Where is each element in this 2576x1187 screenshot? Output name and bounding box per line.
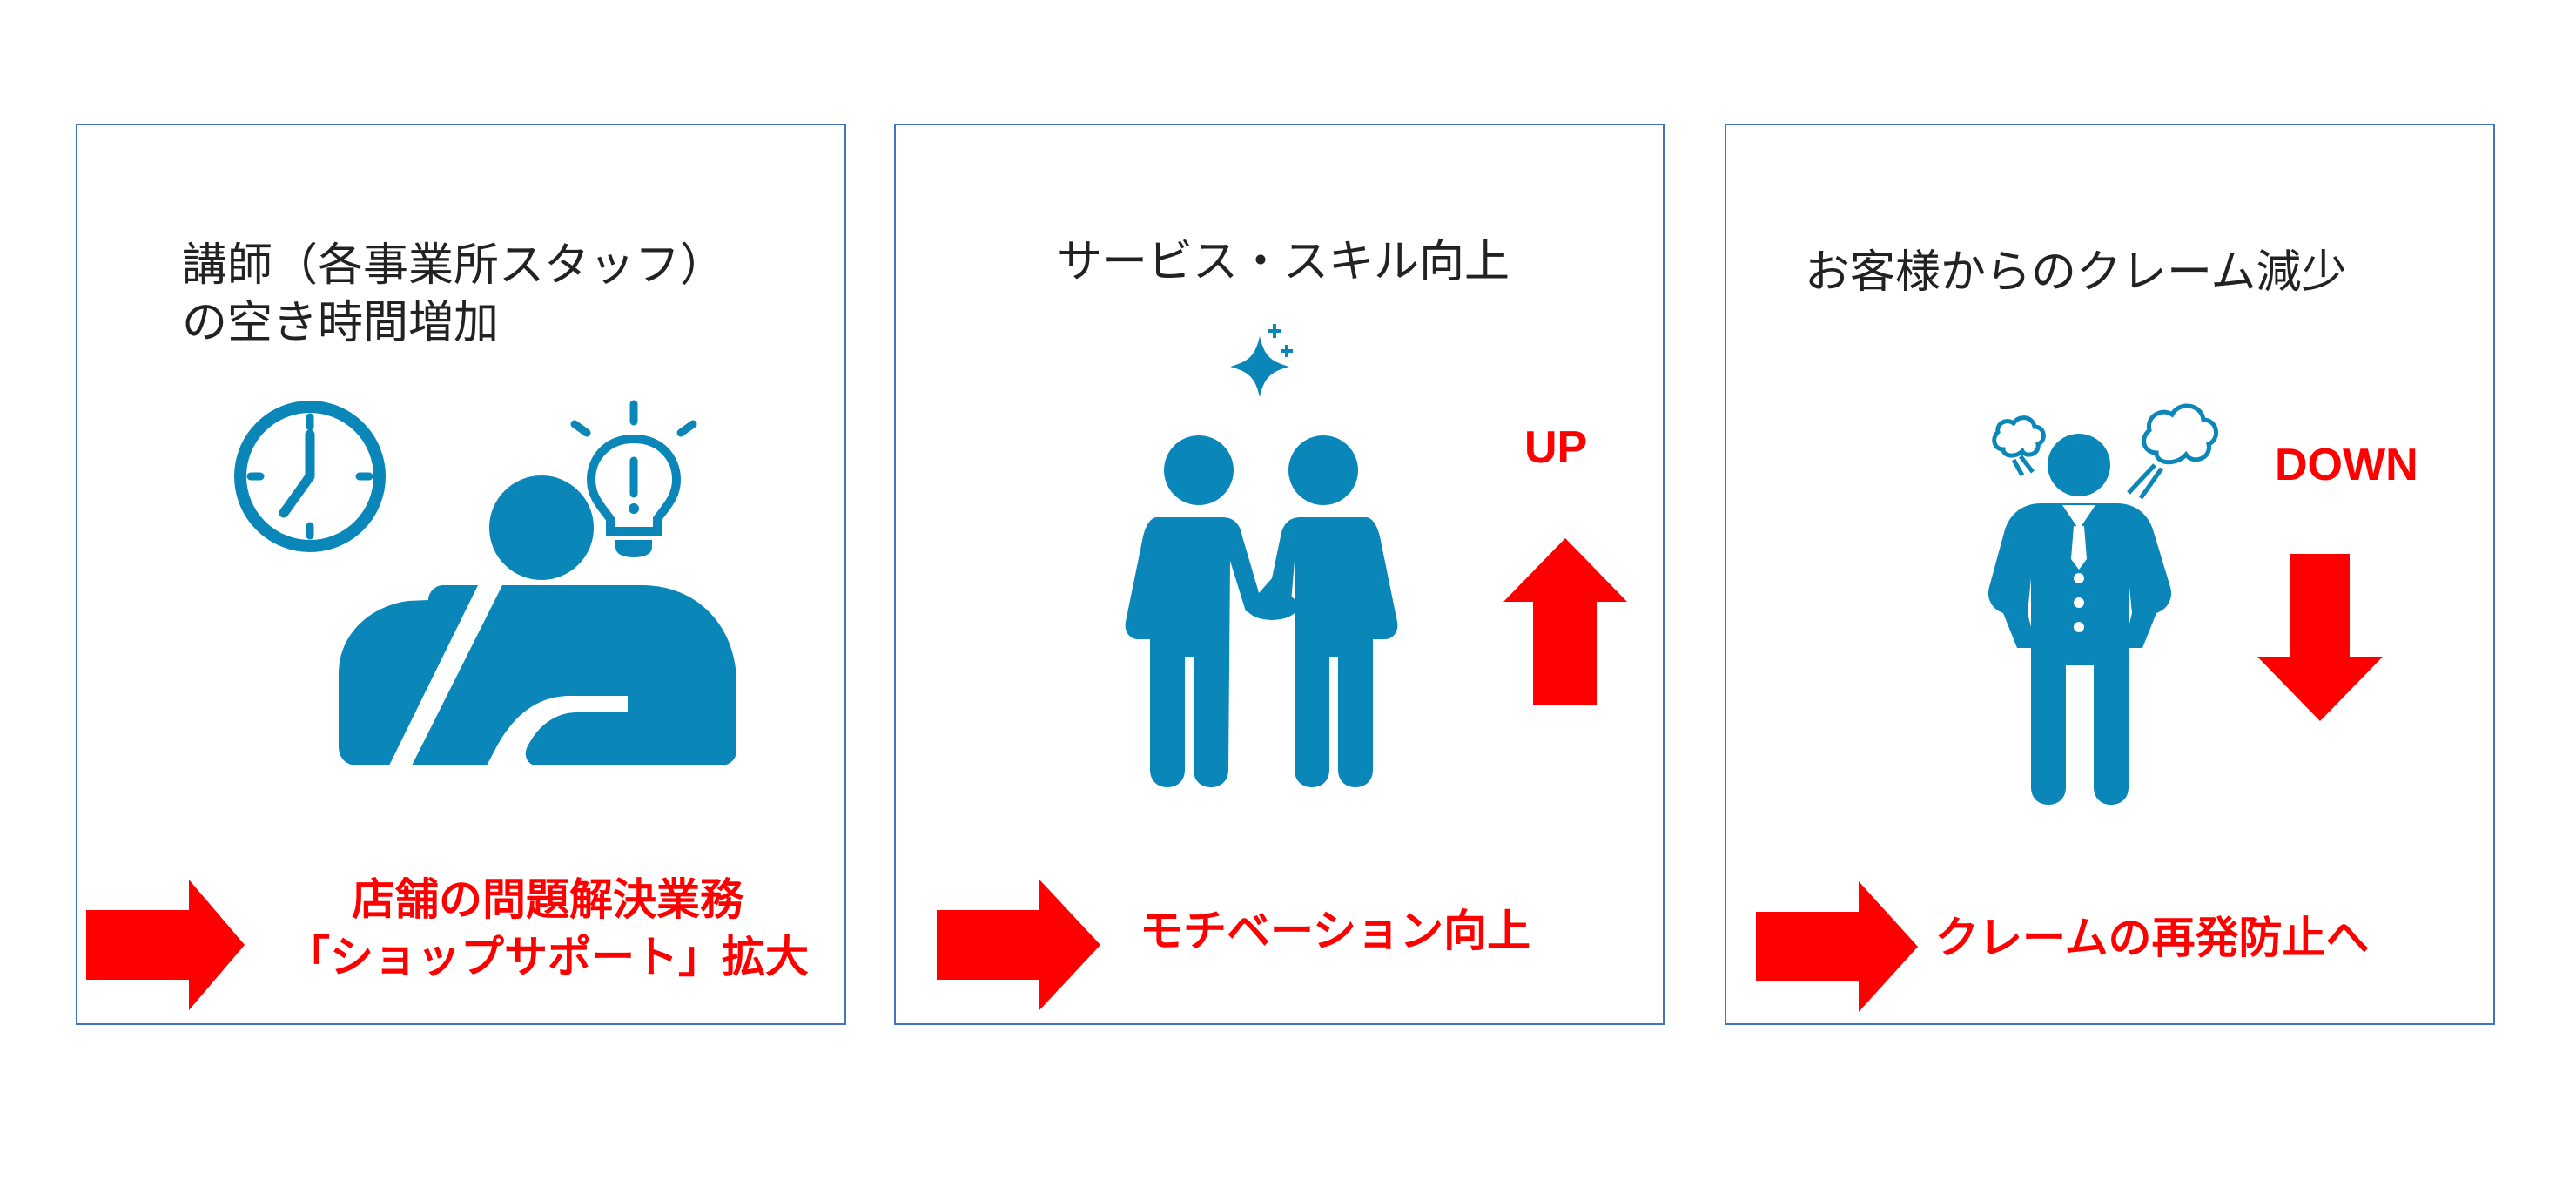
result-text: 店舗の問題解決業務 「ショップサポート」拡大: [286, 874, 809, 982]
result-text: クレームの再発防止へ: [1935, 913, 2370, 963]
panel-complaints: お客様からのクレーム減少 DOWN クレームの再発防止へ: [1725, 124, 2495, 1025]
right-arrow-icon: [86, 880, 245, 1010]
clock-and-thinking-person-icon: [234, 400, 736, 765]
sparkle-icon: [1230, 324, 1293, 397]
up-arrow-icon: [1503, 538, 1627, 705]
right-arrow-icon: [937, 880, 1100, 1010]
person-icon: [339, 475, 736, 765]
result-text: モチベーション向上: [1140, 906, 1530, 956]
steam-left-icon: [1992, 415, 2046, 477]
panel-title: お客様からのクレーム減少: [1805, 246, 2347, 299]
up-indicator-label: UP: [1524, 422, 1588, 473]
panel-title: サービス・スキル向上: [1057, 236, 1510, 288]
right-arrow-icon: [1756, 881, 1918, 1012]
lightbulb-icon: [570, 400, 697, 557]
steam-right-icon: [2127, 403, 2218, 500]
down-arrow-icon: [2257, 554, 2383, 721]
clock-icon: [234, 401, 386, 552]
panel-title: 講師（各事業所スタッフ） の空き時間増加: [182, 239, 726, 349]
handshake-icon: [1125, 324, 1398, 787]
panel-instructor-time: 講師（各事業所スタッフ） の空き時間増加: [76, 124, 846, 1025]
angry-person-icon: [1987, 403, 2218, 805]
down-indicator-label: DOWN: [2275, 440, 2418, 490]
panel-service-skill: サービス・スキル向上 UP モチベーション向上: [894, 124, 1665, 1025]
